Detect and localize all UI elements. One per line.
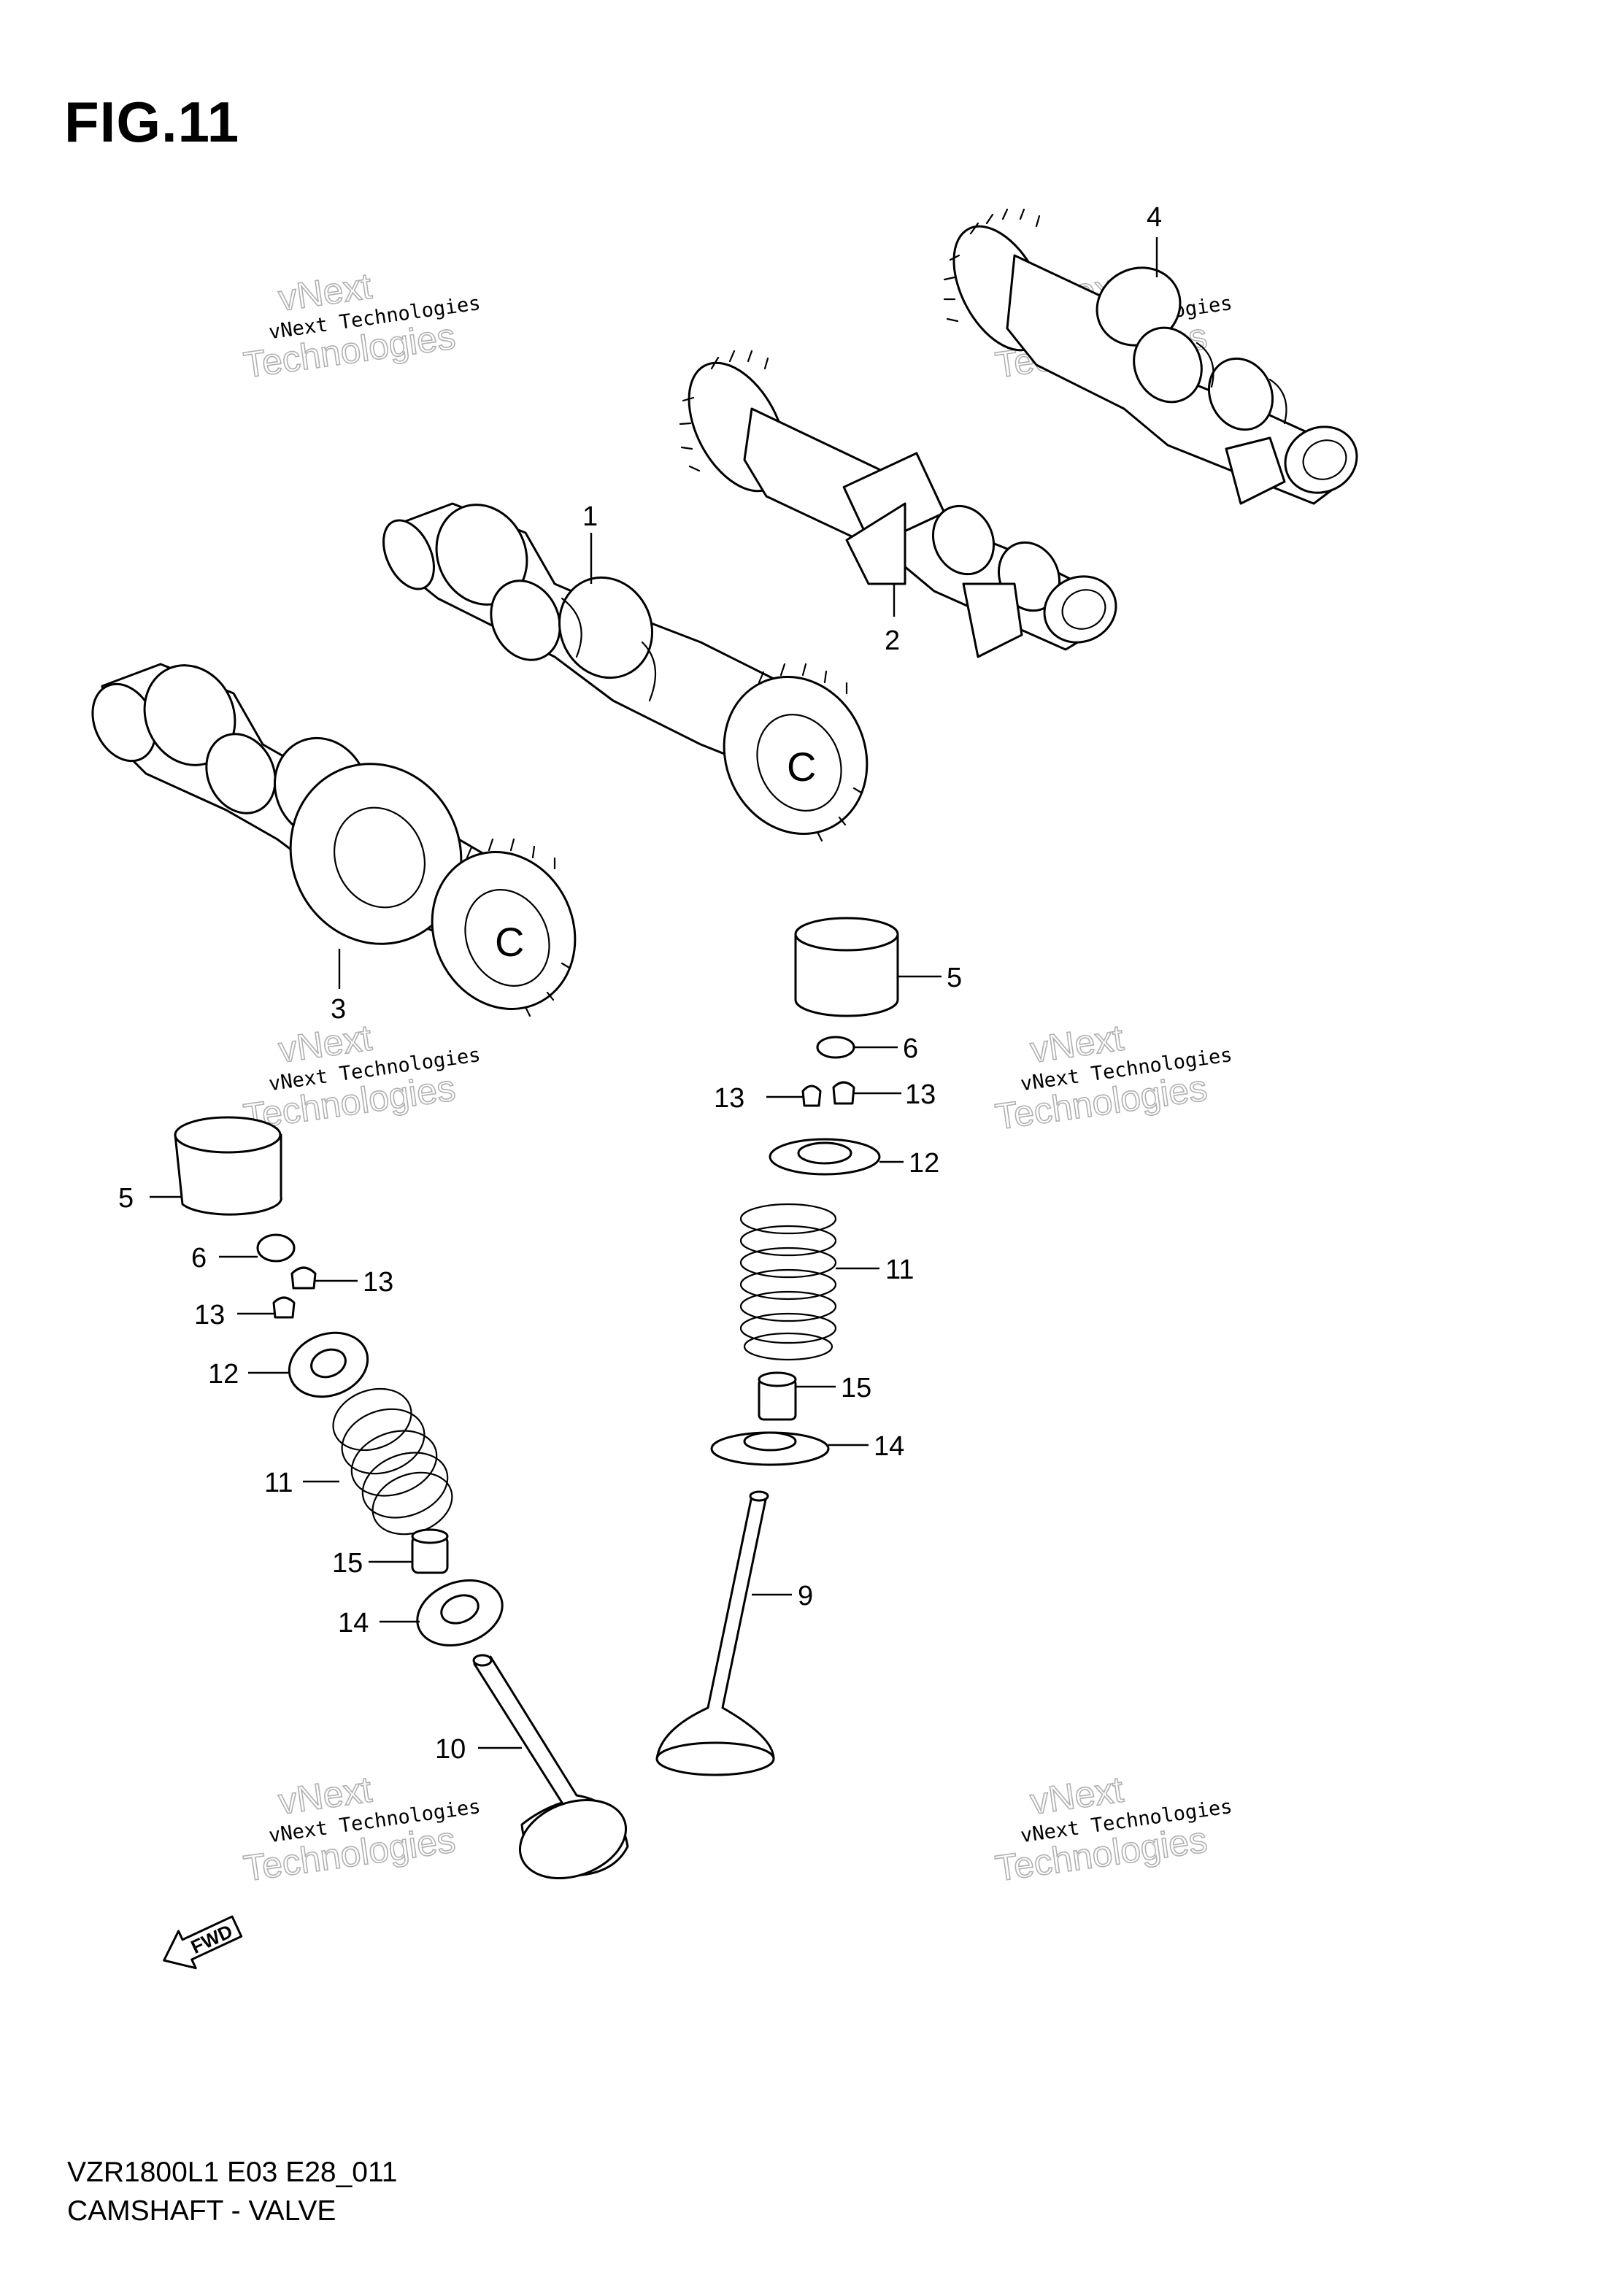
cotter-left-b bbox=[272, 1296, 296, 1319]
retainer-right bbox=[769, 1138, 881, 1176]
spring-right bbox=[739, 1203, 837, 1361]
callout-10: 10 bbox=[435, 1734, 466, 1765]
figure-title: FIG.11 bbox=[64, 90, 240, 154]
seat-left bbox=[416, 1579, 504, 1646]
fwd-arrow-icon: FWD bbox=[163, 1915, 243, 1970]
shim-right bbox=[816, 1036, 855, 1059]
seal-right bbox=[758, 1371, 797, 1421]
callout-2: 2 bbox=[885, 625, 900, 656]
cotter-right-b bbox=[832, 1081, 855, 1105]
leader-lines bbox=[150, 237, 1158, 1749]
cotter-right-a bbox=[801, 1085, 822, 1107]
retainer-left bbox=[288, 1331, 369, 1398]
tappet-right bbox=[794, 917, 899, 1017]
watermark-mid-right: vNext vNext Technologies Technologies bbox=[993, 1017, 1234, 1138]
cotter-left-a bbox=[290, 1266, 317, 1290]
svg-text:C: C bbox=[787, 744, 816, 790]
callout-9: 9 bbox=[798, 1581, 813, 1611]
callout-1: 1 bbox=[582, 501, 598, 532]
spring-left bbox=[332, 1387, 453, 1536]
callout-12-left: 12 bbox=[208, 1359, 239, 1390]
footer-caption: CAMSHAFT - VALVE bbox=[67, 2195, 336, 2227]
footer-part-code: VZR1800L1 E03 E28_011 bbox=[67, 2157, 398, 2188]
callout-5-right: 5 bbox=[947, 963, 962, 993]
callout-labels: 4 1 2 3 5 6 13 13 12 11 15 14 9 5 6 13 1… bbox=[118, 202, 1162, 1765]
camshaft-4 bbox=[943, 208, 1358, 505]
callout-6-right: 6 bbox=[903, 1033, 918, 1064]
watermark-top-left: vNext vNext Technologies Technologies bbox=[241, 265, 482, 386]
callout-11-left: 11 bbox=[264, 1468, 293, 1498]
callout-12-right: 12 bbox=[909, 1148, 939, 1179]
callout-13-right-left: 13 bbox=[714, 1083, 744, 1114]
camshaft-3: C bbox=[91, 663, 577, 1017]
callout-11-right: 11 bbox=[885, 1255, 914, 1285]
watermark-mid-left: vNext vNext Technologies Technologies bbox=[241, 1017, 482, 1138]
watermark-bottom-right: vNext vNext Technologies Technologies bbox=[993, 1768, 1234, 1889]
watermark-bottom-left: vNext vNext Technologies Technologies bbox=[241, 1768, 482, 1889]
svg-text:C: C bbox=[495, 919, 524, 965]
seal-left bbox=[411, 1528, 449, 1574]
valve-left bbox=[472, 1654, 629, 1880]
valve-stack-left bbox=[174, 1116, 629, 1880]
callout-13-left-a: 13 bbox=[363, 1267, 393, 1298]
callout-15-right: 15 bbox=[841, 1373, 871, 1403]
seat-right bbox=[710, 1431, 830, 1466]
callout-3: 3 bbox=[331, 994, 346, 1025]
shim-left bbox=[256, 1233, 296, 1263]
callout-4: 4 bbox=[1147, 202, 1162, 233]
callout-14-right: 14 bbox=[874, 1431, 904, 1462]
valve-right bbox=[655, 1490, 775, 1776]
callout-13-left-b: 13 bbox=[194, 1300, 225, 1330]
callout-13-right-right: 13 bbox=[905, 1079, 936, 1110]
camshaft-1: C bbox=[382, 502, 869, 842]
callout-14-left: 14 bbox=[338, 1608, 369, 1638]
callout-6-left: 6 bbox=[191, 1243, 207, 1274]
camshaft-2 bbox=[679, 350, 1117, 658]
valve-stack-right bbox=[655, 917, 899, 1776]
tappet-left bbox=[174, 1116, 282, 1216]
callout-15-left: 15 bbox=[332, 1548, 363, 1579]
callout-5-left: 5 bbox=[118, 1183, 134, 1214]
